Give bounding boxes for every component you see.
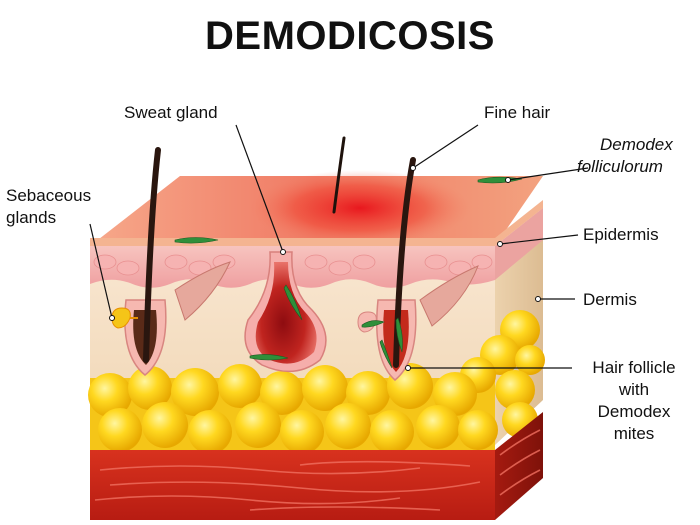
label-follicle-line4: mites — [613, 424, 655, 443]
label-dermis: Dermis — [583, 290, 637, 309]
leader-epidermis — [499, 234, 579, 245]
sweat-gland-lumen — [255, 262, 317, 364]
fat-cells — [88, 310, 545, 454]
label-sebaceous-line1: Sebaceous — [6, 186, 92, 205]
label-epidermis: Epidermis — [583, 225, 659, 244]
arrector-muscle-left — [174, 261, 231, 321]
muscle-fibers — [94, 429, 541, 511]
demodex-mite-follicle-b — [379, 339, 393, 369]
leader-sebaceous — [89, 223, 113, 319]
inflamed-area — [250, 170, 470, 246]
muscle-side-face — [495, 412, 543, 520]
label-demodex-line2: folliculorum — [577, 157, 663, 176]
demodex-mite-gland-b — [249, 354, 289, 361]
demodex-mite-gland-a — [283, 284, 303, 321]
demodex-mite-surface — [477, 176, 523, 184]
leader-sweat-gland — [235, 124, 284, 253]
label-follicle-line2: with — [618, 380, 650, 399]
diagram-title: DEMODICOSIS — [205, 14, 495, 58]
demodex-mite-follicle-a — [395, 317, 403, 353]
demodex-mites — [174, 176, 523, 369]
left-hair-shaft — [143, 147, 161, 363]
label-sweat-gland: Sweat gland — [124, 103, 218, 122]
demodex-mite-epidermis — [174, 237, 219, 244]
label-follicle-line3: Demodex — [597, 402, 671, 421]
surface-edge — [90, 200, 543, 246]
surface-fine-hair — [332, 136, 346, 214]
label-follicle-line1: Hair follicle — [592, 358, 676, 377]
label-demodex-line1: Demodex — [600, 135, 673, 154]
label-fine-hair: Fine hair — [484, 103, 551, 122]
leader-lines — [89, 124, 589, 369]
epidermis-band-side — [495, 208, 543, 280]
arrector-muscle-right — [419, 265, 479, 327]
label-sebaceous-line2: glands — [6, 208, 57, 227]
leader-demodex — [507, 167, 589, 181]
leader-fine-hair — [412, 124, 479, 169]
leader-dots — [109, 165, 541, 371]
demodex-mite-sebaceous — [361, 320, 385, 328]
